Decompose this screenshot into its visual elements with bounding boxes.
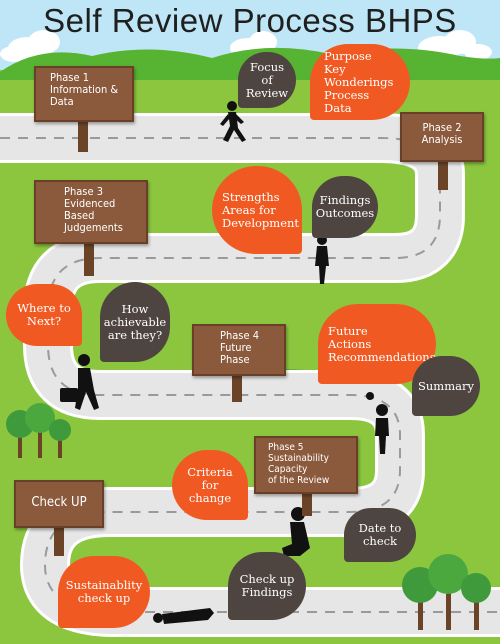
bubble-text: Findings (319, 193, 371, 207)
bubble-text: Where to (17, 301, 71, 315)
bubble-text: Check up (239, 572, 295, 586)
bubble-text: Key Wonderings (324, 61, 394, 89)
bubble-text: Review (245, 85, 289, 100)
sign-text: Information & (50, 83, 119, 96)
bubble-text: of (261, 72, 273, 87)
sign-text: Future (220, 341, 252, 354)
bubble-text: Outcomes (315, 206, 375, 220)
sign-text: Phase 5 (268, 442, 304, 453)
bubble-text: check up (77, 591, 131, 605)
bubble-text: Next? (26, 314, 62, 328)
bubble-text: Criteria (187, 464, 233, 479)
bubble-text: Sustainablity (65, 578, 143, 592)
sign-text: Capacity (268, 464, 308, 475)
sign-text: Analysis (421, 133, 463, 146)
sign-check-up: Check UP (14, 480, 104, 528)
bubble-text: Areas for (222, 202, 276, 217)
bubble-text: Development (222, 215, 300, 230)
bubble-text: Findings (241, 585, 293, 599)
sign-text: Check UP (31, 495, 87, 510)
trees-right (402, 554, 491, 630)
sign-post (84, 240, 94, 276)
page-title: Self Review Process BHPS (43, 2, 457, 39)
sign-text: Phase 3 (64, 185, 103, 198)
person-thinking-icon (366, 392, 389, 454)
sign-phase-5: Phase 5 Sustainability Capacity of the R… (254, 436, 358, 494)
bubble-where-to-next: Where to Next? (6, 284, 82, 346)
person-briefcase-icon (60, 354, 99, 410)
sign-post (54, 526, 64, 556)
sign-post (438, 158, 448, 190)
sign-phase-4: Phase 4 Future Phase (192, 324, 286, 376)
sign-post (78, 118, 88, 152)
sign-text: Phase 2 (422, 121, 462, 134)
sign-post (232, 372, 242, 402)
bubble-findings-outcomes: Findings Outcomes (312, 176, 378, 238)
bubble-text: Purpose (324, 48, 372, 63)
bubble-text: Focus (249, 59, 285, 74)
bubble-sustainability-check-up: Sustainablity check up (58, 556, 150, 628)
sign-text: of the Review (268, 475, 330, 486)
bubble-text: for (201, 477, 219, 492)
person-lying-icon (153, 608, 214, 624)
bubble-focus-of-review: Focus of Review (238, 52, 296, 108)
bubble-text: Recommendations (328, 349, 436, 364)
bubble-strengths: Strengths Areas for Development (212, 166, 302, 254)
sign-text: Data (50, 95, 74, 108)
bubble-text: achievable (103, 314, 167, 329)
bubble-text: Actions (328, 336, 372, 351)
bubble-text: Summary (418, 378, 474, 393)
bubble-date-to-check: Date to check (344, 508, 416, 562)
bubble-text: change (188, 490, 232, 505)
bubble-text: are they? (107, 327, 163, 342)
sign-text: Phase 4 (220, 329, 259, 342)
sign-text: Judgements (64, 221, 123, 234)
trees-left (6, 403, 71, 458)
sign-text: Based (64, 209, 95, 222)
sign-text: Phase (220, 353, 250, 366)
sign-phase-1: Phase 1 Information & Data (34, 66, 134, 122)
bubble-text: check (362, 534, 398, 548)
bubble-text: Strengths (222, 189, 280, 204)
bubble-summary: Summary (412, 356, 480, 416)
bubble-text: How (121, 301, 149, 316)
bubble-check-up-findings: Check up Findings (228, 552, 306, 620)
bubble-purpose: Purpose Key Wonderings Process Data (310, 44, 410, 120)
road-center-line (0, 137, 500, 613)
bubble-text: Date to (358, 521, 402, 535)
bubble-text: Data (324, 100, 352, 115)
bubble-criteria-for-change: Criteria for change (172, 450, 248, 520)
sign-post (302, 490, 312, 516)
sign-phase-2: Phase 2 Analysis (400, 112, 484, 162)
bubble-text: Process (324, 87, 370, 102)
sign-text: Phase 1 (50, 71, 89, 84)
person-walking-icon (220, 101, 246, 142)
sign-text: Evidenced (64, 197, 116, 210)
bubble-text: Future (328, 323, 368, 338)
bubble-how-achievable: How achievable are they? (100, 282, 170, 362)
sign-text: Sustainability (268, 453, 329, 464)
sign-phase-3: Phase 3 Evidenced Based Judgements (34, 180, 148, 244)
person-sitting-icon (282, 507, 310, 556)
